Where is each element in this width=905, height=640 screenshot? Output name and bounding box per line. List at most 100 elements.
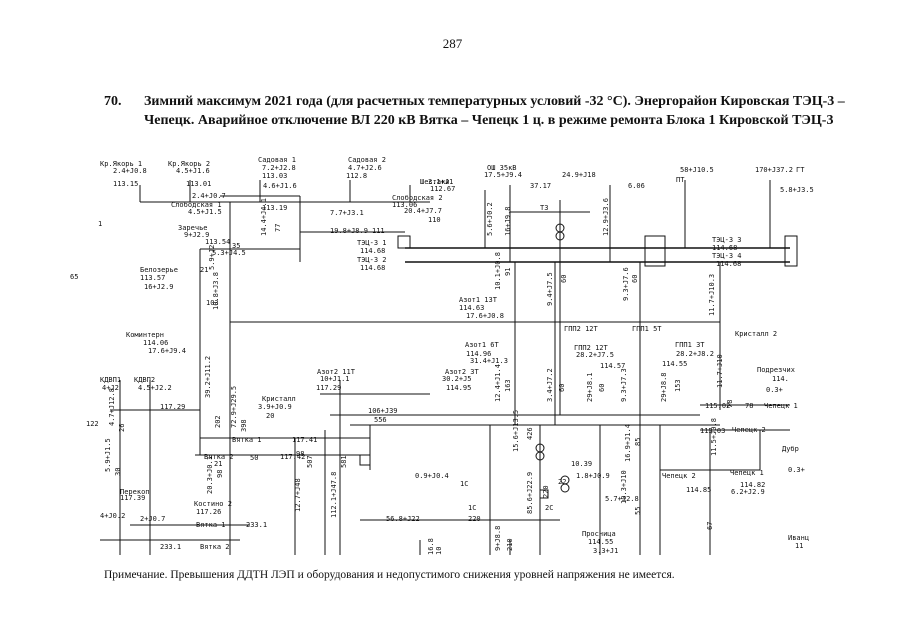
diagram-vertical-label: 11.7+J10.3 [708, 274, 716, 316]
diagram-label: Перекоп [120, 488, 150, 496]
diagram-label: 2+J0.7 [140, 515, 165, 523]
diagram-vertical-label: 29+J8.8 [660, 372, 668, 402]
diagram-label: 114.85 [686, 486, 711, 494]
diagram-label: Чепецк 2 [732, 426, 766, 434]
diagram-label: 10.39 [571, 460, 592, 468]
diagram-label: 1С [460, 480, 468, 488]
diagram-label: 17.6+J9.4 [148, 347, 186, 355]
diagram-vertical-label: 30 [114, 468, 122, 476]
diagram-label: Азот1 13T [459, 296, 498, 304]
diagram-vertical-label: 9.3+J7.6 [622, 267, 630, 301]
diagram-label: ТЭЦ-3 4 [712, 252, 742, 260]
diagram-label: Слободская 2 [392, 194, 443, 202]
diagram-label: 113.01 [186, 180, 211, 188]
diagram-vertical-label: 60 [558, 384, 566, 392]
diagram-label: 113.57 [140, 274, 165, 282]
diagram-label: 7.7+J3.1 [330, 209, 364, 217]
diagram-label: 35 [232, 242, 240, 250]
diagram-label: 21 [200, 266, 208, 274]
diagram-label: 7.2+J2.8 [262, 164, 296, 172]
diagram-vertical-label: 55 [634, 507, 642, 515]
diagram-label: 2.4+J0.8 [113, 167, 147, 175]
diagram-label: 170+J37.2 [755, 166, 793, 174]
diagram-vertical-label: 10 [435, 547, 443, 555]
footnote: Примечание. Превышения ДДТН ЛЭП и оборуд… [104, 569, 675, 581]
diagram-label: 28.2+J7.5 [576, 351, 614, 359]
diagram-vertical-label: 67 [706, 522, 714, 530]
diagram-label: 4.5+J1.6 [176, 167, 210, 175]
diagram-label: 3.9+J0.9 [258, 403, 292, 411]
diagram-vertical-label: 9+J8.8 [494, 526, 502, 551]
diagram-label: 11 [795, 542, 803, 550]
diagram-label: Шестаки [420, 178, 450, 186]
diagram-label: Азот2 11T [317, 368, 356, 376]
diagram-label: Просница [582, 530, 616, 538]
diagram-label: 113.54 [205, 238, 230, 246]
diagram-label: ТЭЦ-3 2 [357, 256, 387, 264]
diagram-label: Костино 2 [194, 500, 232, 508]
diagram-label: 114.55 [662, 360, 687, 368]
diagram-vertical-label: 11.7+J10 [716, 354, 724, 388]
diagram-label: 37.17 [530, 182, 551, 190]
diagram-vertical-label: 426 [526, 427, 534, 440]
diagram-vertical-label: 10.8+J3.8 [212, 272, 220, 310]
diagram-vertical-label: 29+J8.1 [586, 372, 594, 402]
diagram-vertical-label: 5.9+J2 [208, 245, 216, 270]
diagram-label: Дубр [782, 445, 799, 453]
diagram-label: 2С [545, 504, 553, 512]
diagram-vertical-label: 85.6+J22.9 [526, 472, 534, 514]
diagram-label: 3.1+J1 [428, 178, 453, 186]
diagram-label: 30.2+J5 [442, 375, 472, 383]
network-lines [100, 180, 798, 555]
diagram-label: 16+J2.9 [144, 283, 174, 291]
diagram-label: 17.6+J0.8 [466, 312, 504, 320]
diagram-label: Чепецк 1 [764, 402, 798, 410]
diagram-label: 4+J0.2 [100, 512, 125, 520]
diagram-vertical-label: 20.3+J0.1 [206, 456, 214, 494]
diagram-vertical-label: 14.4+J4.1 [260, 198, 268, 236]
diagram-vertical-label: 78 [726, 400, 734, 408]
diagram-label: 114.55 [588, 538, 613, 546]
diagram-label: 117.39 [120, 494, 145, 502]
diagram-label: 22 [558, 478, 566, 486]
diagram-label: 111 [372, 227, 385, 235]
diagram-label: ГТ [796, 166, 805, 174]
diagram-label: 556 [374, 416, 387, 424]
diagram-label: КДВП1 [100, 376, 121, 384]
diagram-label: 122 [86, 420, 99, 428]
diagram-label: 117.29 [316, 384, 341, 392]
diagram-label: 113.15 [113, 180, 138, 188]
diagram-label: 98 [296, 450, 304, 458]
diagram-label: 113.06 [392, 201, 417, 209]
diagram-vertical-label: 153 [674, 379, 682, 392]
diagram-label: 6.06 [628, 182, 645, 190]
diagram-label: ГПП2 12T [574, 344, 609, 352]
diagram-label: 114. [772, 375, 789, 383]
diagram-label: Иванц [788, 534, 809, 542]
diagram-label: Белозерье [140, 266, 178, 274]
diagram-label: 5.3+J4.5 [212, 249, 246, 257]
diagram-label: Вятка 1 [232, 436, 262, 444]
diagram-label: 4.5+J2.2 [138, 384, 172, 392]
diagram-vertical-label: 91 [504, 268, 512, 276]
diagram-vertical-label: 220 [542, 485, 550, 498]
figure-number: 70. [104, 94, 122, 109]
diagram-label: 1 [98, 220, 102, 228]
diagram-label: 56.8+J22 [386, 515, 420, 523]
diagram-label: 114.96 [466, 350, 491, 358]
diagram-vertical-label: 12.7+J48 [294, 478, 302, 512]
diagram-label: 20.4+J7.7 [404, 207, 442, 215]
diagram-vertical-label: 16+J9.8 [504, 206, 512, 236]
diagram-vertical-label: 398 [240, 419, 248, 432]
diagram-label: Слободская 1 [171, 201, 222, 209]
diagram-label: 31.4+J1.3 [470, 357, 508, 365]
diagram-vertical-label: 39.2+J11.2 [204, 356, 212, 398]
diagram-vertical-label: 60 [631, 275, 639, 283]
diagram-label: 112.8 [346, 172, 367, 180]
diagram-label: 117.29 [160, 403, 185, 411]
diagram-vertical-label: 16.9+J1.4 [624, 424, 632, 462]
diagram-label: ТЭЦ-3 3 [712, 236, 742, 244]
diagram-label: 220 [468, 515, 481, 523]
diagram-label: 117.41 [292, 436, 317, 444]
